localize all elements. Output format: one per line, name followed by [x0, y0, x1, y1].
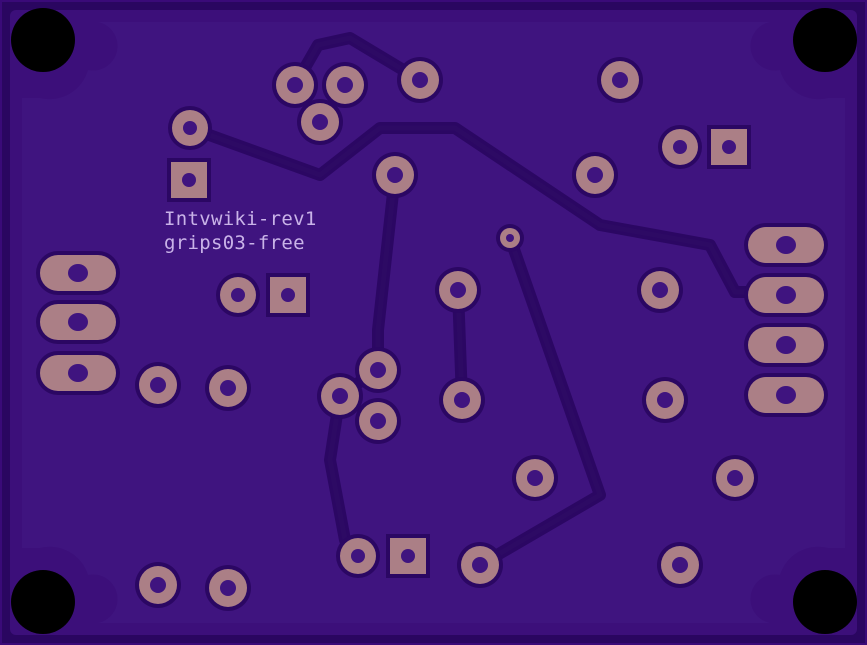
silkscreen-board-variant: grips03-free	[164, 232, 305, 254]
mounting-hole-bottom-right	[793, 570, 857, 634]
round-pads	[135, 57, 758, 611]
silkscreen-board-name: Intvwiki-rev1	[164, 208, 317, 230]
copper-pour	[22, 22, 845, 623]
mounting-hole-bottom-left	[11, 570, 75, 634]
pad-drill-holes	[150, 72, 743, 596]
mounting-holes	[11, 8, 857, 634]
oval-connector-pads	[36, 223, 828, 417]
square-pads	[167, 125, 751, 578]
mounting-hole-top-right	[793, 8, 857, 72]
mounting-hole-top-left	[11, 8, 75, 72]
